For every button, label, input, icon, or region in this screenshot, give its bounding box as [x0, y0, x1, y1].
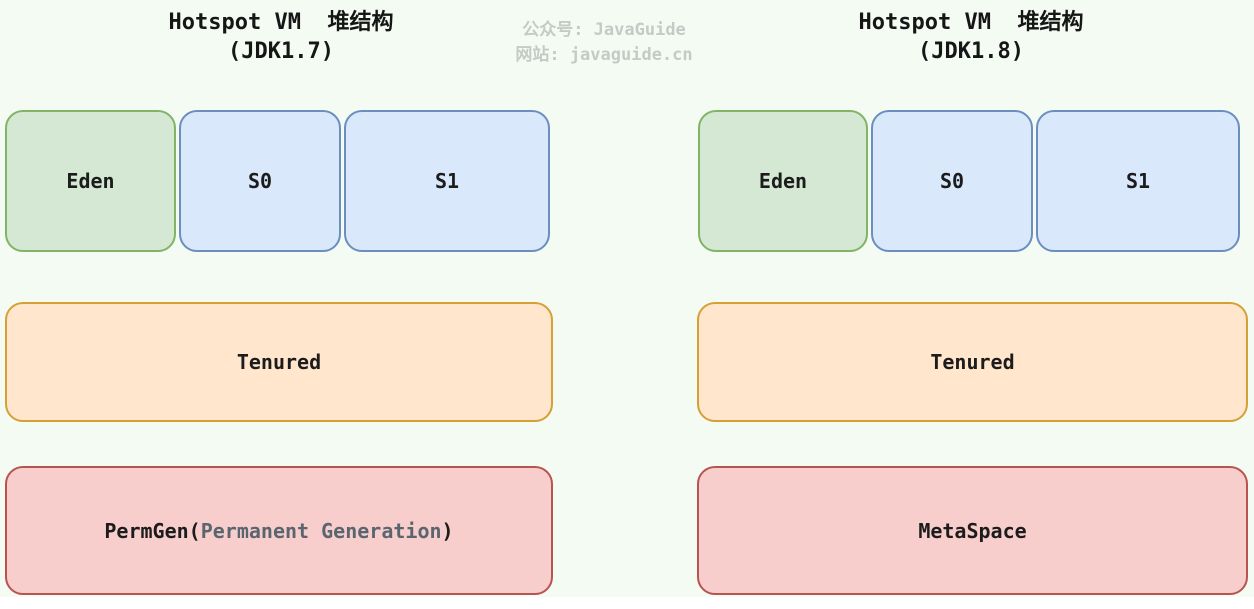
jdk17-permgen-label-prefix: PermGen( [104, 518, 201, 543]
jdk17-title: Hotspot VM 堆结构 (JDK1.7) [100, 8, 462, 66]
jdk17-s0-label: S0 [247, 169, 273, 193]
jdk18-s0-box: S0 [871, 110, 1033, 252]
jdk18-title: Hotspot VM 堆结构 (JDK1.8) [790, 8, 1152, 66]
jdk18-eden-box: Eden [698, 110, 868, 252]
jdk18-metaspace-box: MetaSpace [697, 466, 1248, 595]
jdk17-title-line1: Hotspot VM 堆结构 [168, 10, 394, 35]
jdk17-eden-label: Eden [66, 169, 115, 193]
watermark-account-line: 公众号: JavaGuide [522, 20, 686, 40]
jdk18-tenured-label: Tenured [930, 350, 1015, 374]
bottom-white-strip [0, 597, 1254, 609]
jdk18-tenured-box: Tenured [697, 302, 1248, 422]
jdk17-s1-box: S1 [344, 110, 550, 252]
jdk18-s1-label: S1 [1125, 169, 1151, 193]
watermark: 公众号: JavaGuide 网站: javaguide.cn [468, 18, 740, 68]
jdk17-s0-box: S0 [179, 110, 341, 252]
jdk17-tenured-label: Tenured [236, 350, 322, 374]
jdk17-eden-box: Eden [5, 110, 176, 252]
jdk17-tenured-box: Tenured [5, 302, 553, 422]
jdk18-eden-label: Eden [758, 169, 808, 193]
jdk18-title-line2: (JDK1.8) [918, 39, 1024, 64]
jdk18-title-line1: Hotspot VM 堆结构 [858, 10, 1084, 35]
jdk17-permgen-box: PermGen(Permanent Generation) [5, 466, 553, 595]
jdk18-s0-label: S0 [939, 169, 965, 193]
jdk17-permgen-label: PermGen(Permanent Generation) [104, 519, 453, 543]
jdk18-s1-box: S1 [1036, 110, 1240, 252]
jdk17-title-line2: (JDK1.7) [228, 39, 334, 64]
jdk18-metaspace-label: MetaSpace [918, 519, 1026, 543]
jdk18-metaspace-label-prefix: MetaSpace [918, 518, 1027, 543]
jdk17-permgen-label-suffix: ) [441, 518, 454, 543]
jdk17-s1-label: S1 [434, 169, 460, 193]
jdk17-permgen-label-inner: Permanent Generation [200, 518, 442, 543]
watermark-site-line: 网站: javaguide.cn [515, 45, 693, 65]
